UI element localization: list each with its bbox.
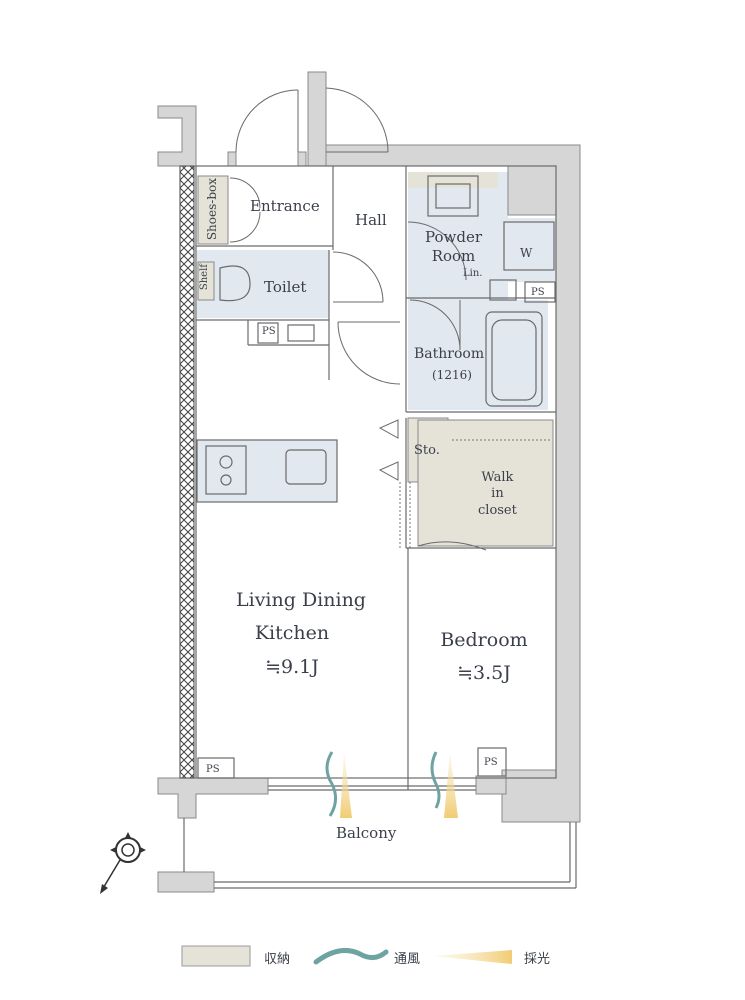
ventilation-indicator-2 [430, 751, 441, 809]
washer-label: W [520, 246, 533, 260]
legend-ventilation-swatch [313, 947, 389, 965]
ps-label-3: PS [206, 764, 220, 775]
legend-daylight-label: 採光 [524, 952, 551, 967]
shoes-box-label: Shoes-box [205, 178, 219, 241]
entrance-label: Entrance [250, 197, 320, 215]
walk-in-closet-label: Walk in closet [478, 470, 517, 518]
storage-label: Sto. [414, 443, 440, 458]
fixtures [205, 175, 555, 495]
room-outlines [195, 165, 557, 790]
legend-storage-label: 収納 [264, 952, 291, 967]
doors [229, 87, 487, 551]
shelf-label: Shelf [199, 264, 210, 291]
storage-dots [399, 439, 552, 548]
daylight-indicator-1 [340, 752, 352, 818]
balcony-outline [183, 785, 577, 889]
daylight-indicator-2 [444, 752, 458, 818]
ps-label-2: PS [531, 287, 545, 298]
compass-icon [100, 832, 146, 894]
ventilation-indicator-1 [325, 751, 337, 817]
toilet-label: Toilet [264, 278, 307, 296]
storage-areas [197, 172, 554, 547]
ps-label-4: PS [484, 757, 498, 768]
bathroom-size-label: (1216) [432, 368, 472, 382]
bedroom-label: Bedroom ≒3.5J [440, 629, 528, 685]
powder-room-label: Powder Room [425, 228, 483, 265]
ldk-label: Living Dining Kitchen ≒9.1J [236, 589, 366, 678]
hall-label: Hall [355, 211, 387, 229]
legend-ventilation-label: 通風 [394, 952, 421, 967]
balcony-label: Balcony [336, 824, 397, 842]
hatched-wall [179, 165, 195, 779]
legend-daylight-swatch [432, 950, 512, 964]
linen-label: Lin. [463, 268, 483, 279]
bathroom-label: Bathroom [414, 346, 485, 362]
legend-storage-swatch [181, 945, 251, 967]
ps-label-1: PS [262, 326, 276, 337]
wet-areas [197, 172, 558, 502]
